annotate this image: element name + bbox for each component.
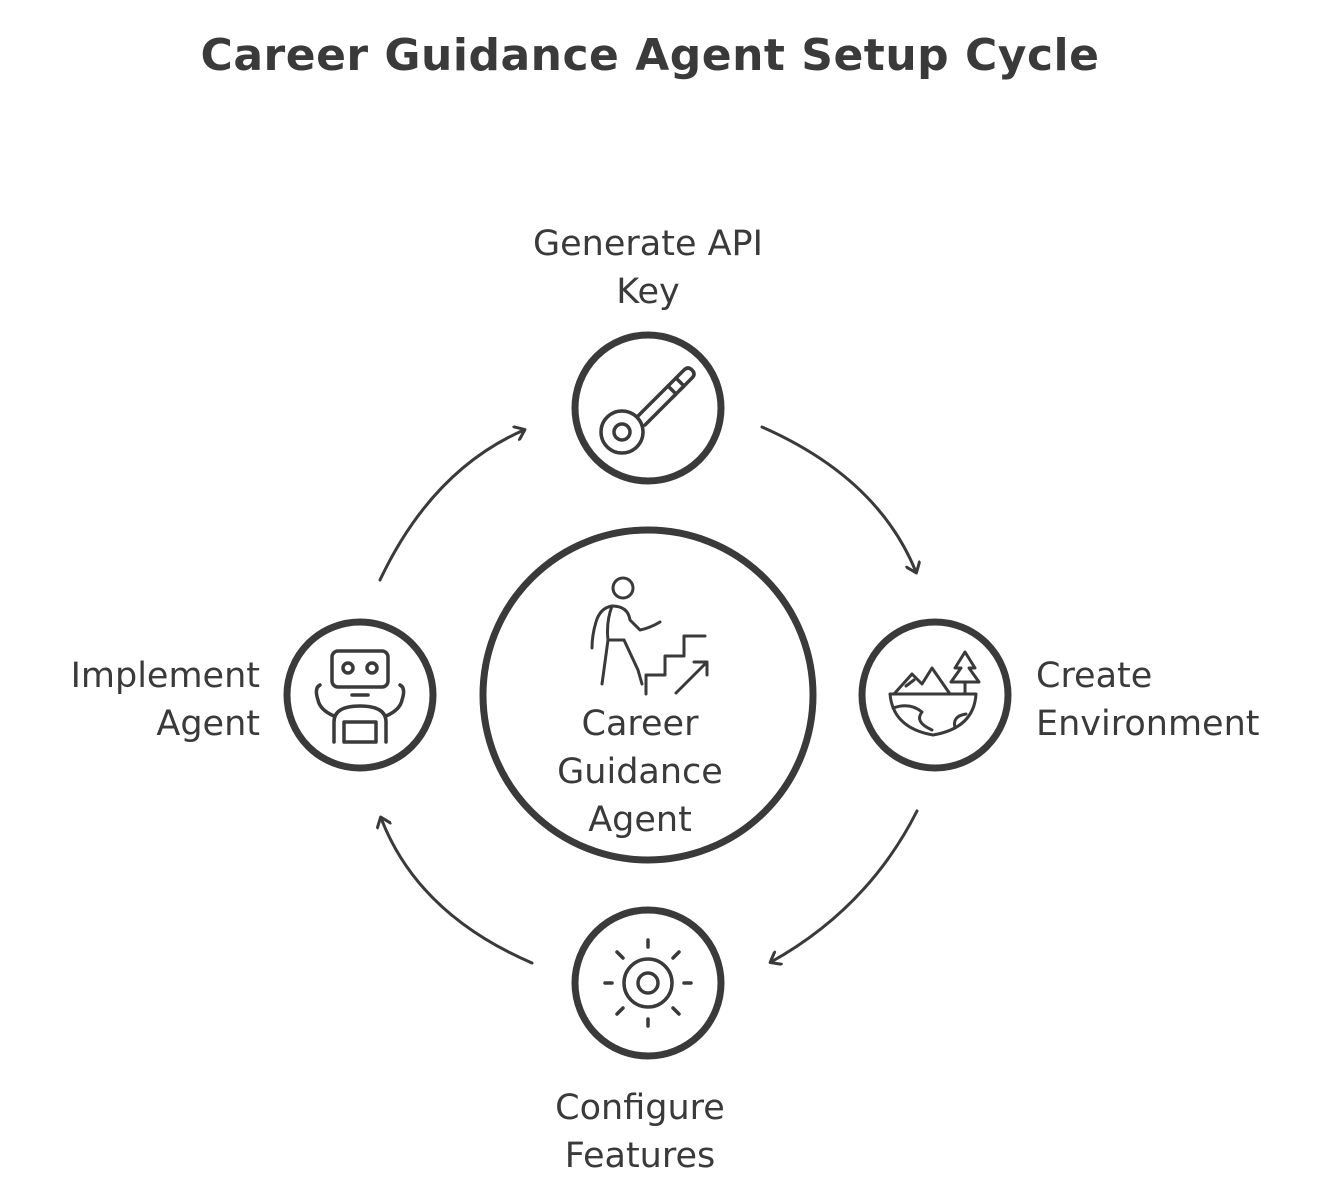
label-generate-api-key: Generate API Key: [498, 220, 798, 316]
person-climbing-stairs-icon: [590, 576, 709, 696]
center-circle: [479, 526, 817, 864]
arrow-to-generate-api-key: [378, 430, 524, 582]
step-circle-implement-agent: [283, 618, 437, 772]
label-implement-agent-line1: Implement: [70, 656, 260, 696]
label-configure-features-line1: Configure: [555, 1088, 725, 1128]
label-generate-api-key-line2: Key: [616, 272, 680, 312]
page-title: Career Guidance Agent Setup Cycle: [200, 30, 1100, 81]
arrow-to-create-environment: [760, 425, 916, 572]
label-create-environment: Create Environment: [1036, 652, 1316, 748]
label-create-environment-line2: Environment: [1036, 704, 1260, 744]
label-create-environment-line1: Create: [1036, 656, 1153, 696]
center-label: Career Guidance Agent: [540, 700, 740, 844]
step-circle-generate-api-key: [571, 331, 725, 485]
label-configure-features-line2: Features: [564, 1136, 716, 1176]
arrow-to-configure-features: [771, 809, 919, 962]
landscape-icon: [888, 650, 981, 737]
center-label-line1: Career: [581, 704, 699, 744]
label-configure-features: Configure Features: [490, 1084, 790, 1180]
step-circle-create-environment: [858, 618, 1012, 772]
step-circle-configure-features: [571, 906, 725, 1060]
key-icon: [599, 366, 696, 455]
label-generate-api-key-line1: Generate API: [533, 224, 763, 264]
label-implement-agent: Implement Agent: [20, 652, 260, 748]
center-label-line3: Agent: [588, 800, 692, 840]
gear-icon: [603, 938, 693, 1028]
center-label-line2: Guidance: [557, 752, 723, 792]
label-implement-agent-line2: Agent: [156, 704, 260, 744]
robot-icon: [314, 649, 406, 744]
arrow-to-implement-agent: [381, 818, 534, 965]
